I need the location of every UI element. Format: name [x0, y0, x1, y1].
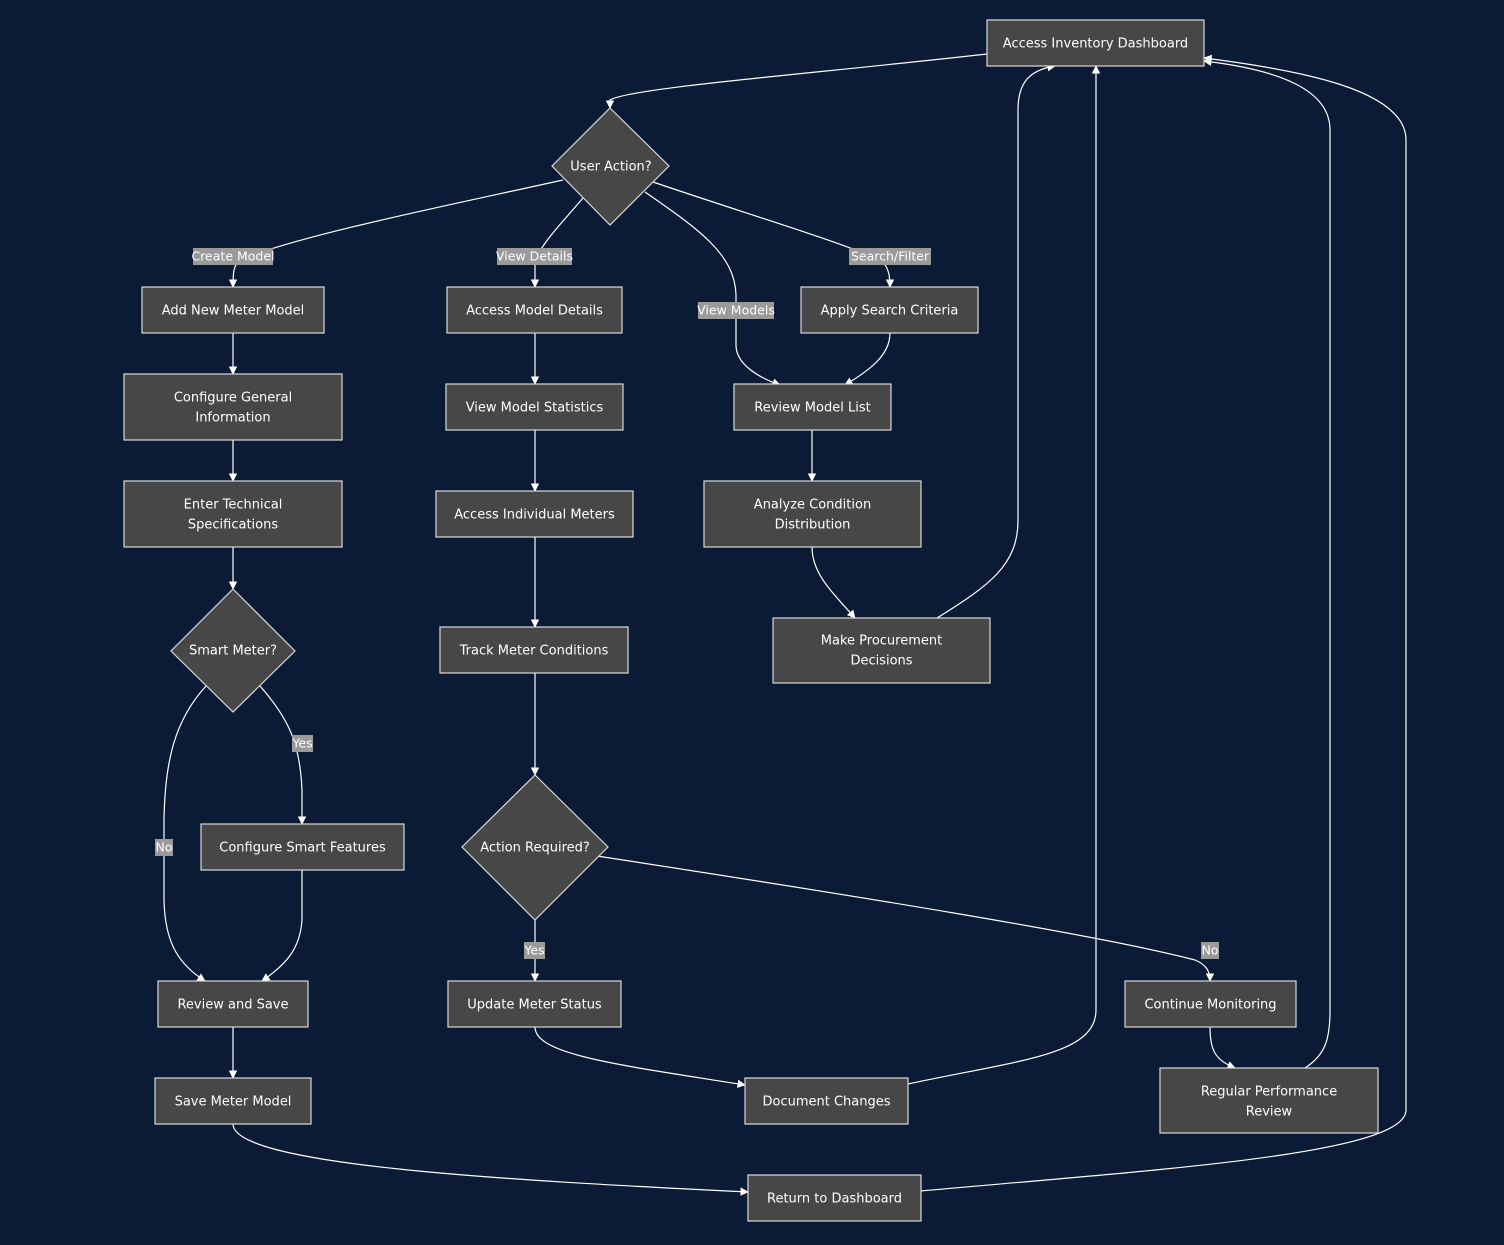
- node-document-changes[interactable]: Document Changes: [744, 1077, 909, 1125]
- edge-user-action-to-model-details: [530, 197, 584, 288]
- node-access-inventory-dashboard-label: Access Inventory Dashboard: [1003, 37, 1188, 52]
- node-action-required[interactable]: Action Required?: [461, 774, 609, 921]
- edge-document-to-dashboard: [907, 65, 1101, 1085]
- node-access-model-details-label: Access Model Details: [466, 304, 603, 319]
- node-smart-meter-label: Smart Meter?: [189, 644, 277, 659]
- node-apply-search-criteria[interactable]: Apply Search Criteria: [800, 286, 979, 334]
- node-analyze-condition-distribution-line2: Distribution: [775, 518, 851, 533]
- edge-save-model-to-return: [232, 1123, 749, 1196]
- node-analyze-condition-distribution[interactable]: Analyze Condition Distribution: [703, 480, 922, 548]
- node-configure-general-information-line2: Information: [195, 411, 270, 426]
- node-add-new-meter-model-label: Add New Meter Model: [162, 304, 305, 319]
- edge-action-required-to-continue: [596, 855, 1215, 982]
- edge-user-action-to-search-criteria: [652, 181, 895, 288]
- node-review-and-save[interactable]: Review and Save: [157, 980, 309, 1028]
- edge-label-smart-yes-text: Yes: [291, 736, 312, 751]
- node-enter-technical-specifications-line2: Specifications: [188, 518, 278, 533]
- node-regular-performance-review[interactable]: Regular Performance Review: [1159, 1067, 1379, 1134]
- node-track-meter-conditions[interactable]: Track Meter Conditions: [439, 626, 629, 674]
- node-enter-technical-specifications[interactable]: Enter Technical Specifications: [123, 480, 343, 548]
- node-review-model-list[interactable]: Review Model List: [733, 383, 892, 431]
- edge-smart-meter-to-review-save: [163, 685, 207, 982]
- node-continue-monitoring[interactable]: Continue Monitoring: [1124, 980, 1297, 1028]
- edge-label-view-models-text: View Models: [697, 303, 775, 318]
- edge-label-create-model: Create Model: [191, 248, 275, 265]
- node-configure-general-information-line1: Configure General: [174, 391, 292, 406]
- edge-label-search-filter: Search/Filter: [849, 248, 931, 265]
- edge-label-create-model-text: Create Model: [191, 249, 274, 264]
- node-make-procurement-decisions-line2: Decisions: [850, 654, 912, 669]
- node-update-meter-status-label: Update Meter Status: [467, 998, 602, 1013]
- node-make-procurement-decisions-line1: Make Procurement: [821, 634, 942, 649]
- node-review-and-save-label: Review and Save: [177, 998, 288, 1013]
- edges: [163, 53, 1407, 1196]
- node-access-inventory-dashboard[interactable]: Access Inventory Dashboard: [986, 19, 1205, 67]
- node-access-model-details[interactable]: Access Model Details: [446, 286, 623, 334]
- edge-dashboard-to-user-action: [605, 53, 988, 109]
- edge-update-to-document: [534, 1026, 746, 1088]
- edge-label-smart-no-text: No: [156, 840, 173, 855]
- node-add-new-meter-model[interactable]: Add New Meter Model: [141, 286, 325, 334]
- node-user-action[interactable]: User Action?: [551, 107, 670, 226]
- edge-return-to-dashboard: [920, 54, 1407, 1192]
- node-save-meter-model[interactable]: Save Meter Model: [154, 1077, 312, 1125]
- edge-procurement-to-dashboard: [936, 63, 1056, 619]
- edge-continue-to-performance: [1209, 1026, 1236, 1070]
- node-enter-technical-specifications-line1: Enter Technical: [184, 498, 283, 513]
- edge-label-smart-yes: Yes: [291, 735, 313, 752]
- node-analyze-condition-distribution-line1: Analyze Condition: [754, 498, 871, 513]
- node-user-action-label: User Action?: [570, 160, 651, 175]
- node-review-model-list-label: Review Model List: [754, 401, 870, 416]
- node-return-to-dashboard-label: Return to Dashboard: [767, 1192, 902, 1207]
- edge-config-smart-to-review-save: [261, 870, 303, 982]
- edge-labels: Create Model View Details View Models Se…: [155, 248, 1219, 959]
- node-access-individual-meters-label: Access Individual Meters: [454, 508, 615, 523]
- edge-smart-meter-to-config-smart: [259, 685, 307, 825]
- node-configure-smart-features-label: Configure Smart Features: [219, 841, 386, 856]
- node-return-to-dashboard[interactable]: Return to Dashboard: [747, 1174, 922, 1222]
- edge-label-action-yes: Yes: [523, 942, 545, 959]
- edge-label-view-details-text: View Details: [496, 249, 573, 264]
- nodes: Access Inventory Dashboard User Action? …: [123, 19, 1379, 1222]
- edge-label-action-no: No: [1201, 942, 1219, 959]
- edge-label-action-yes-text: Yes: [523, 943, 544, 958]
- node-continue-monitoring-label: Continue Monitoring: [1144, 998, 1276, 1013]
- edge-analyze-to-procurement: [811, 546, 856, 619]
- node-smart-meter[interactable]: Smart Meter?: [170, 588, 296, 713]
- node-track-meter-conditions-label: Track Meter Conditions: [459, 644, 609, 659]
- node-action-required-label: Action Required?: [480, 841, 590, 856]
- node-update-meter-status[interactable]: Update Meter Status: [447, 980, 622, 1028]
- node-access-individual-meters[interactable]: Access Individual Meters: [435, 490, 634, 538]
- node-regular-performance-review-line1: Regular Performance: [1201, 1085, 1337, 1100]
- node-configure-smart-features[interactable]: Configure Smart Features: [200, 823, 405, 871]
- node-document-changes-label: Document Changes: [762, 1095, 890, 1110]
- edge-user-action-to-review-list: [644, 191, 781, 387]
- edge-performance-to-dashboard: [1203, 57, 1331, 1069]
- edge-search-to-review-list: [844, 332, 891, 386]
- node-apply-search-criteria-label: Apply Search Criteria: [821, 304, 959, 319]
- node-view-model-statistics-label: View Model Statistics: [466, 401, 604, 416]
- edge-user-action-to-add-model: [228, 179, 564, 288]
- edge-label-search-filter-text: Search/Filter: [851, 249, 930, 264]
- edge-label-view-models: View Models: [697, 302, 775, 319]
- edge-label-view-details: View Details: [496, 248, 573, 265]
- node-make-procurement-decisions[interactable]: Make Procurement Decisions: [772, 617, 991, 684]
- node-configure-general-information[interactable]: Configure General Information: [123, 373, 343, 441]
- edge-label-action-no-text: No: [1202, 943, 1219, 958]
- node-view-model-statistics[interactable]: View Model Statistics: [445, 383, 624, 431]
- node-save-meter-model-label: Save Meter Model: [175, 1095, 292, 1110]
- node-regular-performance-review-line2: Review: [1246, 1105, 1293, 1120]
- edge-label-smart-no: No: [155, 839, 173, 856]
